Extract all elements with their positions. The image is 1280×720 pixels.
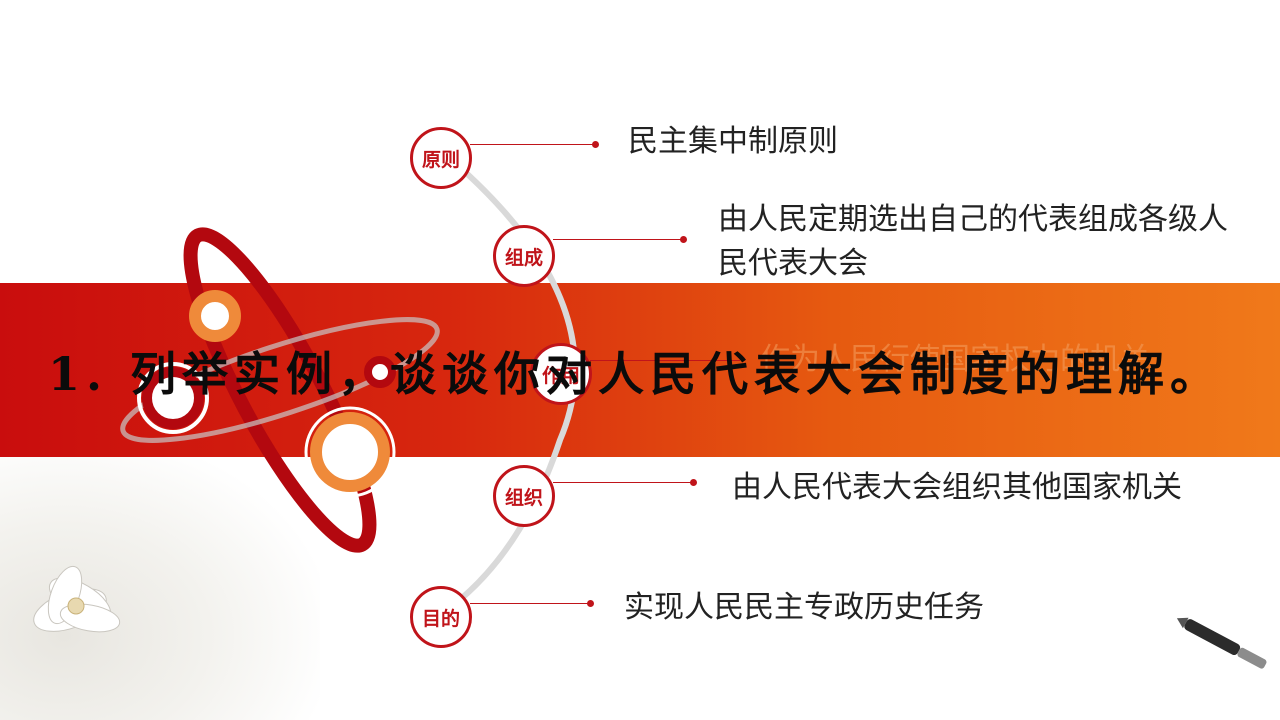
brush-decoration [1176, 617, 1267, 669]
item-text-organization: 由人民代表大会组织其他国家机关 [732, 470, 1182, 505]
connector-line [470, 144, 596, 145]
connector-dot [587, 600, 594, 607]
node-composition: 组成 [493, 225, 555, 287]
node-organization: 组织 [493, 465, 555, 527]
node-label: 组成 [504, 246, 543, 269]
node-principle: 原则 [410, 127, 472, 189]
connector-dot [592, 141, 599, 148]
node-label: 作用 [541, 364, 580, 387]
item-text-purpose: 实现人民民主专政历史任务 [624, 590, 984, 625]
connector-line [553, 239, 683, 240]
connector-line [590, 360, 740, 361]
item-text-principle: 民主集中制原则 [628, 124, 838, 159]
node-label: 目的 [421, 607, 460, 630]
connector-line [470, 603, 590, 604]
connector-dot [680, 236, 687, 243]
connector-line [553, 482, 693, 483]
node-purpose: 目的 [410, 586, 472, 648]
node-label: 组织 [504, 486, 543, 509]
flower-decoration [33, 565, 121, 633]
item-text-composition: 由人民定期选出自己的代表组成各级人民代表大会 [718, 202, 1228, 281]
item-text-function: 作为人民行使国家权力的机关 [760, 342, 1150, 377]
connector-dot [690, 479, 697, 486]
question-overlay-title: 1. 列举实例，谈谈你对人民代表大会制度的理解。 [48, 347, 1223, 401]
node-function: 作用 [530, 343, 592, 405]
node-label: 原则 [421, 148, 460, 171]
